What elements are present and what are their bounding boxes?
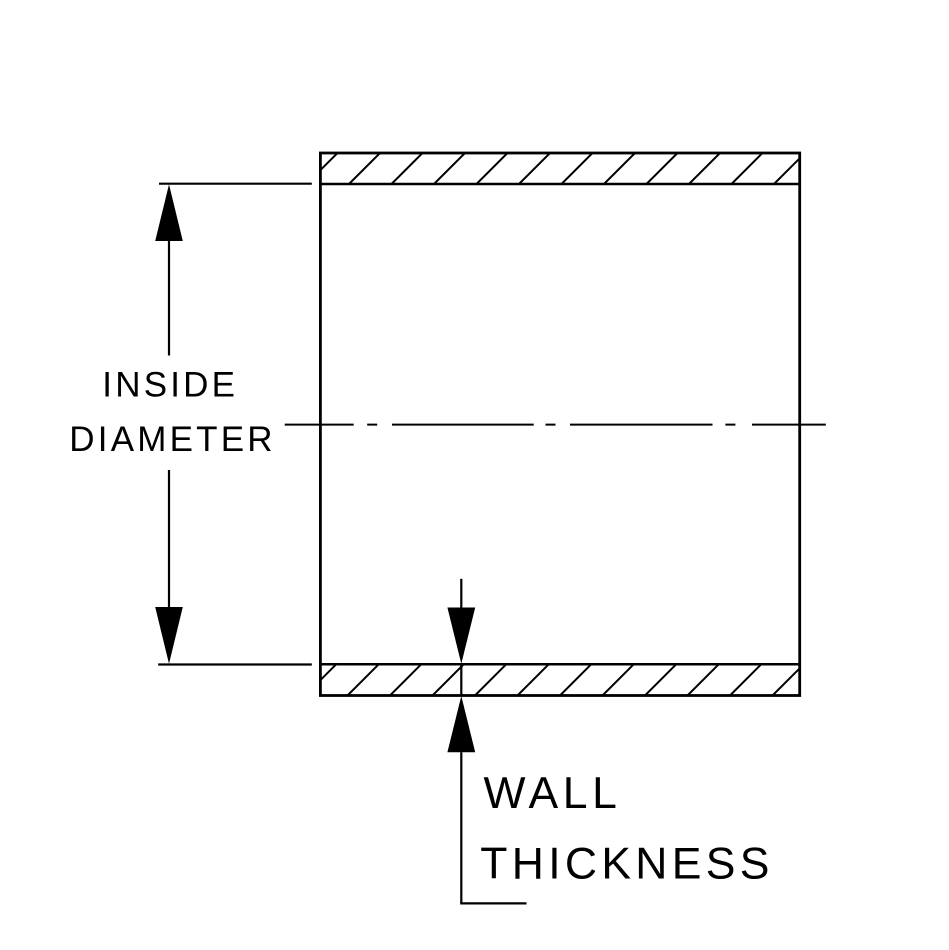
- svg-text:INSIDE: INSIDE: [102, 366, 238, 405]
- svg-text:WALL: WALL: [484, 769, 622, 818]
- svg-text:DIAMETER: DIAMETER: [69, 420, 275, 459]
- svg-text:THICKNESS: THICKNESS: [480, 840, 773, 889]
